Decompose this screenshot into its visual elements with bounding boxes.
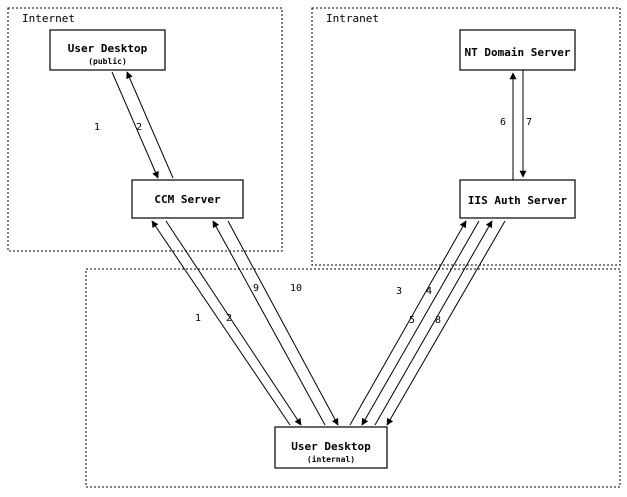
node-ccm-server[interactable]: CCM Server bbox=[131, 179, 244, 219]
step-label-1-public: 1 bbox=[94, 122, 100, 133]
node-user-desktop-internal-box[interactable] bbox=[274, 426, 388, 469]
zone-internet-label: Internet bbox=[22, 12, 75, 25]
flow-line-1-internal-to-ccm bbox=[151, 220, 291, 426]
node-ccm-server-title: CCM Server bbox=[154, 193, 221, 206]
step-label-4: 4 bbox=[426, 286, 432, 297]
flow-line-8-iis-to-internal bbox=[386, 220, 506, 426]
step-label-7: 7 bbox=[526, 117, 532, 128]
flow-line-5-internal-to-iis bbox=[374, 220, 493, 426]
node-user-desktop-public-title: User Desktop bbox=[68, 42, 148, 55]
node-user-desktop-internal[interactable]: User Desktop (internal) bbox=[274, 426, 388, 469]
flow-line-9-internal-to-ccm bbox=[212, 220, 326, 426]
flow-group-internal-ccm-b bbox=[212, 220, 339, 426]
step-label-9: 9 bbox=[253, 283, 259, 294]
flow-line-1-public-to-ccm bbox=[111, 71, 159, 179]
flow-group-internal-iis-b bbox=[374, 220, 506, 426]
zone-intranet: Intranet bbox=[311, 7, 621, 266]
node-nt-domain-server-title: NT Domain Server bbox=[465, 46, 571, 59]
node-iis-auth-server[interactable]: IIS Auth Server bbox=[459, 179, 576, 219]
zone-internet-border bbox=[7, 7, 283, 252]
flow-group-internal-ccm-a bbox=[151, 220, 302, 426]
node-user-desktop-public[interactable]: User Desktop (public) bbox=[49, 29, 166, 71]
node-ccm-server-box[interactable] bbox=[131, 179, 244, 219]
flow-line-4-iis-to-internal bbox=[361, 220, 480, 426]
zone-intranet-label: Intranet bbox=[326, 12, 379, 25]
flow-line-3-internal-to-iis bbox=[349, 220, 467, 426]
flow-group-internal-iis-a bbox=[349, 220, 480, 426]
step-labels: 1 2 1 2 9 10 3 4 5 8 6 7 bbox=[94, 117, 532, 326]
node-iis-auth-server-box[interactable] bbox=[459, 179, 576, 219]
step-label-2-internal: 2 bbox=[226, 313, 232, 324]
step-label-10: 10 bbox=[290, 283, 302, 294]
node-nt-domain-server-box[interactable] bbox=[459, 29, 576, 71]
flow-group-iis-nt bbox=[509, 70, 527, 180]
zone-intranet-border bbox=[311, 7, 621, 266]
node-iis-auth-server-title: IIS Auth Server bbox=[468, 194, 568, 207]
step-label-3: 3 bbox=[396, 286, 402, 297]
flow-line-2-ccm-to-public bbox=[126, 71, 174, 179]
node-user-desktop-public-box[interactable] bbox=[49, 29, 166, 71]
step-label-5: 5 bbox=[409, 315, 415, 326]
step-label-1-internal: 1 bbox=[195, 313, 201, 324]
node-user-desktop-public-subtitle: (public) bbox=[88, 56, 127, 66]
node-user-desktop-internal-title: User Desktop bbox=[291, 440, 371, 453]
zone-internet: Internet bbox=[7, 7, 283, 252]
step-label-2-public: 2 bbox=[136, 122, 142, 133]
flow-group-public-ccm bbox=[111, 71, 174, 179]
flow-line-2-ccm-to-internal bbox=[165, 220, 302, 426]
node-user-desktop-internal-subtitle: (internal) bbox=[307, 454, 355, 464]
step-label-6: 6 bbox=[500, 117, 506, 128]
flow-line-10-ccm-to-internal bbox=[227, 220, 339, 426]
node-nt-domain-server[interactable]: NT Domain Server bbox=[459, 29, 576, 71]
step-label-8: 8 bbox=[435, 315, 441, 326]
